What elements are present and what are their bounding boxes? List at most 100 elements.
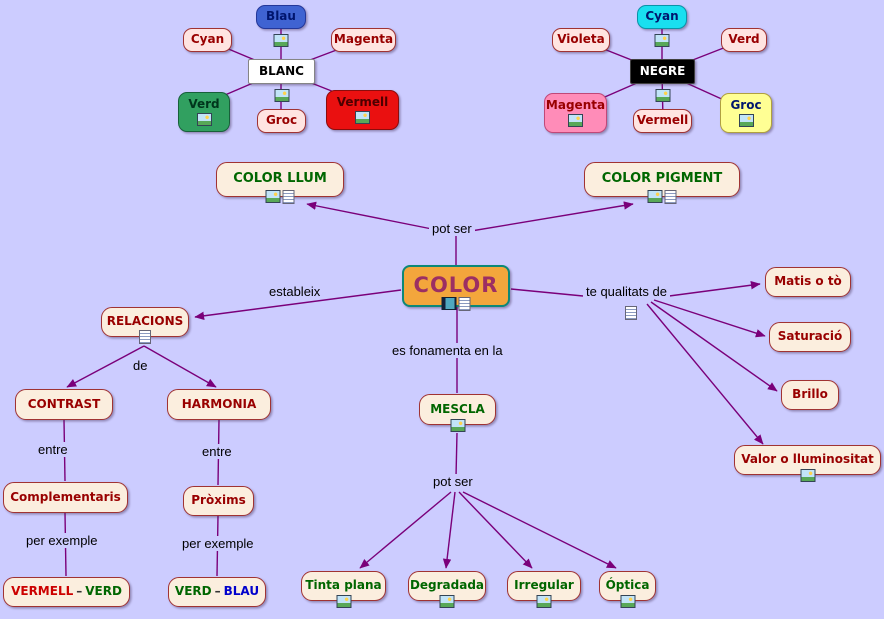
node-vermell-negre[interactable]: Vermell <box>633 109 692 133</box>
image-icon[interactable] <box>568 113 583 127</box>
node-label: Groc <box>265 113 298 128</box>
node-resources <box>274 89 289 102</box>
node-resources <box>568 113 583 127</box>
image-icon[interactable] <box>336 595 351 608</box>
link-label-pot-ser-top[interactable]: pot ser <box>429 221 475 236</box>
connector-line <box>359 491 452 569</box>
node-verd-negre[interactable]: Verd <box>721 28 767 52</box>
node-label: Cyan <box>190 32 225 47</box>
node-label: BLANC <box>259 63 304 78</box>
term-verd: VERD <box>174 584 212 599</box>
node-label: VERD–BLAU <box>175 585 259 598</box>
node-harmonia[interactable]: HARMONIA <box>167 389 271 420</box>
image-icon[interactable] <box>196 112 212 126</box>
connector-line <box>458 491 533 569</box>
connector-line <box>464 201 634 233</box>
image-icon[interactable] <box>274 89 289 102</box>
image-icon[interactable] <box>620 595 635 608</box>
link-label-es-fonamenta-en-la[interactable]: es fonamenta en la <box>389 343 506 358</box>
node-label: Complementaris <box>10 489 121 504</box>
node-proxims[interactable]: Pròxims <box>183 486 254 516</box>
node-resources <box>536 595 552 608</box>
node-contrast[interactable]: CONTRAST <box>15 389 113 420</box>
node-label: Tinta plana <box>305 578 382 593</box>
link-label-entre-contrast[interactable]: entre <box>35 442 71 457</box>
image-icon[interactable] <box>265 190 281 203</box>
image-icon[interactable] <box>738 113 754 127</box>
image-icon[interactable] <box>647 190 663 203</box>
image-icon[interactable] <box>355 110 370 124</box>
node-complementaris[interactable]: Complementaris <box>3 482 128 513</box>
document-icon[interactable] <box>139 330 151 344</box>
node-groc-negre[interactable]: Groc <box>720 93 772 133</box>
node-blanc[interactable]: BLANC <box>248 59 315 102</box>
node-label: RELACIONS <box>106 314 184 329</box>
link-label-te-qualitats-de[interactable]: te qualitats de <box>583 284 670 299</box>
node-valor-o-lluminositat[interactable]: Valor o lluminositat <box>734 445 881 482</box>
node-color-pigment[interactable]: COLOR PIGMENT <box>584 162 740 204</box>
node-vermell-verd[interactable]: VERMELL–VERD <box>3 577 130 607</box>
image-icon[interactable] <box>536 595 552 608</box>
dash: – <box>214 584 221 599</box>
node-brillo[interactable]: Brillo <box>781 380 839 410</box>
link-label-pot-ser-mescla[interactable]: pot ser <box>430 474 476 489</box>
node-resources <box>647 190 677 204</box>
document-icon[interactable] <box>625 306 637 320</box>
node-matis-o-to[interactable]: Matis o tò <box>765 267 851 297</box>
node-resources <box>738 113 754 127</box>
node-label: VERMELL–VERD <box>11 585 122 598</box>
media-icon[interactable] <box>441 297 457 310</box>
link-label-per-exemple-contrast[interactable]: per exemple <box>23 533 101 548</box>
node-tinta-plana[interactable]: Tinta plana <box>301 571 386 608</box>
link-label-de[interactable]: de <box>130 358 151 373</box>
node-degradada[interactable]: Degradada <box>408 571 486 608</box>
node-optica[interactable]: Óptica <box>599 571 656 608</box>
node-label: COLOR PIGMENT <box>601 171 723 187</box>
node-label: Vermell <box>336 95 389 110</box>
node-label: NEGRE <box>639 63 686 78</box>
node-relacions[interactable]: RELACIONS <box>101 307 189 344</box>
node-color[interactable]: COLOR <box>402 265 510 311</box>
document-icon[interactable] <box>664 190 677 204</box>
node-label: Saturació <box>777 329 843 344</box>
term-blau: BLAU <box>223 584 260 599</box>
node-saturacio[interactable]: Saturació <box>769 322 851 352</box>
node-mescla[interactable]: MESCLA <box>419 394 496 432</box>
connector-line <box>650 301 778 392</box>
node-violeta[interactable]: Violeta <box>552 28 610 52</box>
term-vermell: VERMELL <box>11 584 74 599</box>
image-icon[interactable] <box>439 595 455 608</box>
node-color-llum[interactable]: COLOR LLUM <box>216 162 344 204</box>
image-icon[interactable] <box>450 419 465 432</box>
image-icon[interactable] <box>654 34 670 47</box>
node-resources <box>655 89 670 102</box>
node-negre[interactable]: NEGRE <box>630 59 695 102</box>
node-verd-blau[interactable]: VERD–BLAU <box>168 577 266 607</box>
node-cyan-blanc[interactable]: Cyan <box>183 28 232 52</box>
image-icon[interactable] <box>273 34 289 47</box>
node-label: COLOR LLUM <box>233 171 327 187</box>
link-label-per-exemple-harmonia[interactable]: per exemple <box>179 536 257 551</box>
node-resources <box>654 34 670 47</box>
image-icon[interactable] <box>800 469 815 482</box>
node-cyan-negre[interactable]: Cyan <box>637 5 687 47</box>
connector-line <box>442 491 456 569</box>
connector-line <box>462 491 617 569</box>
document-icon[interactable] <box>282 190 295 204</box>
document-icon[interactable] <box>458 297 471 311</box>
node-label: Verd <box>728 32 760 47</box>
node-irregular[interactable]: Irregular <box>507 571 581 608</box>
node-magenta-blanc[interactable]: Magenta <box>331 28 396 52</box>
connector-line <box>510 288 584 297</box>
link-label-entre-harmonia[interactable]: entre <box>199 444 235 459</box>
node-verd-blanc[interactable]: Verd <box>178 92 230 132</box>
node-vermell-blanc[interactable]: Vermell <box>326 90 399 130</box>
image-icon[interactable] <box>655 89 670 102</box>
connector-line <box>66 345 145 388</box>
link-label-estableix[interactable]: estableix <box>266 284 324 299</box>
node-blau[interactable]: Blau <box>256 5 306 47</box>
node-magenta-negre[interactable]: Magenta <box>544 93 607 133</box>
node-resources <box>196 112 212 126</box>
node-groc-blanc[interactable]: Groc <box>257 109 306 133</box>
